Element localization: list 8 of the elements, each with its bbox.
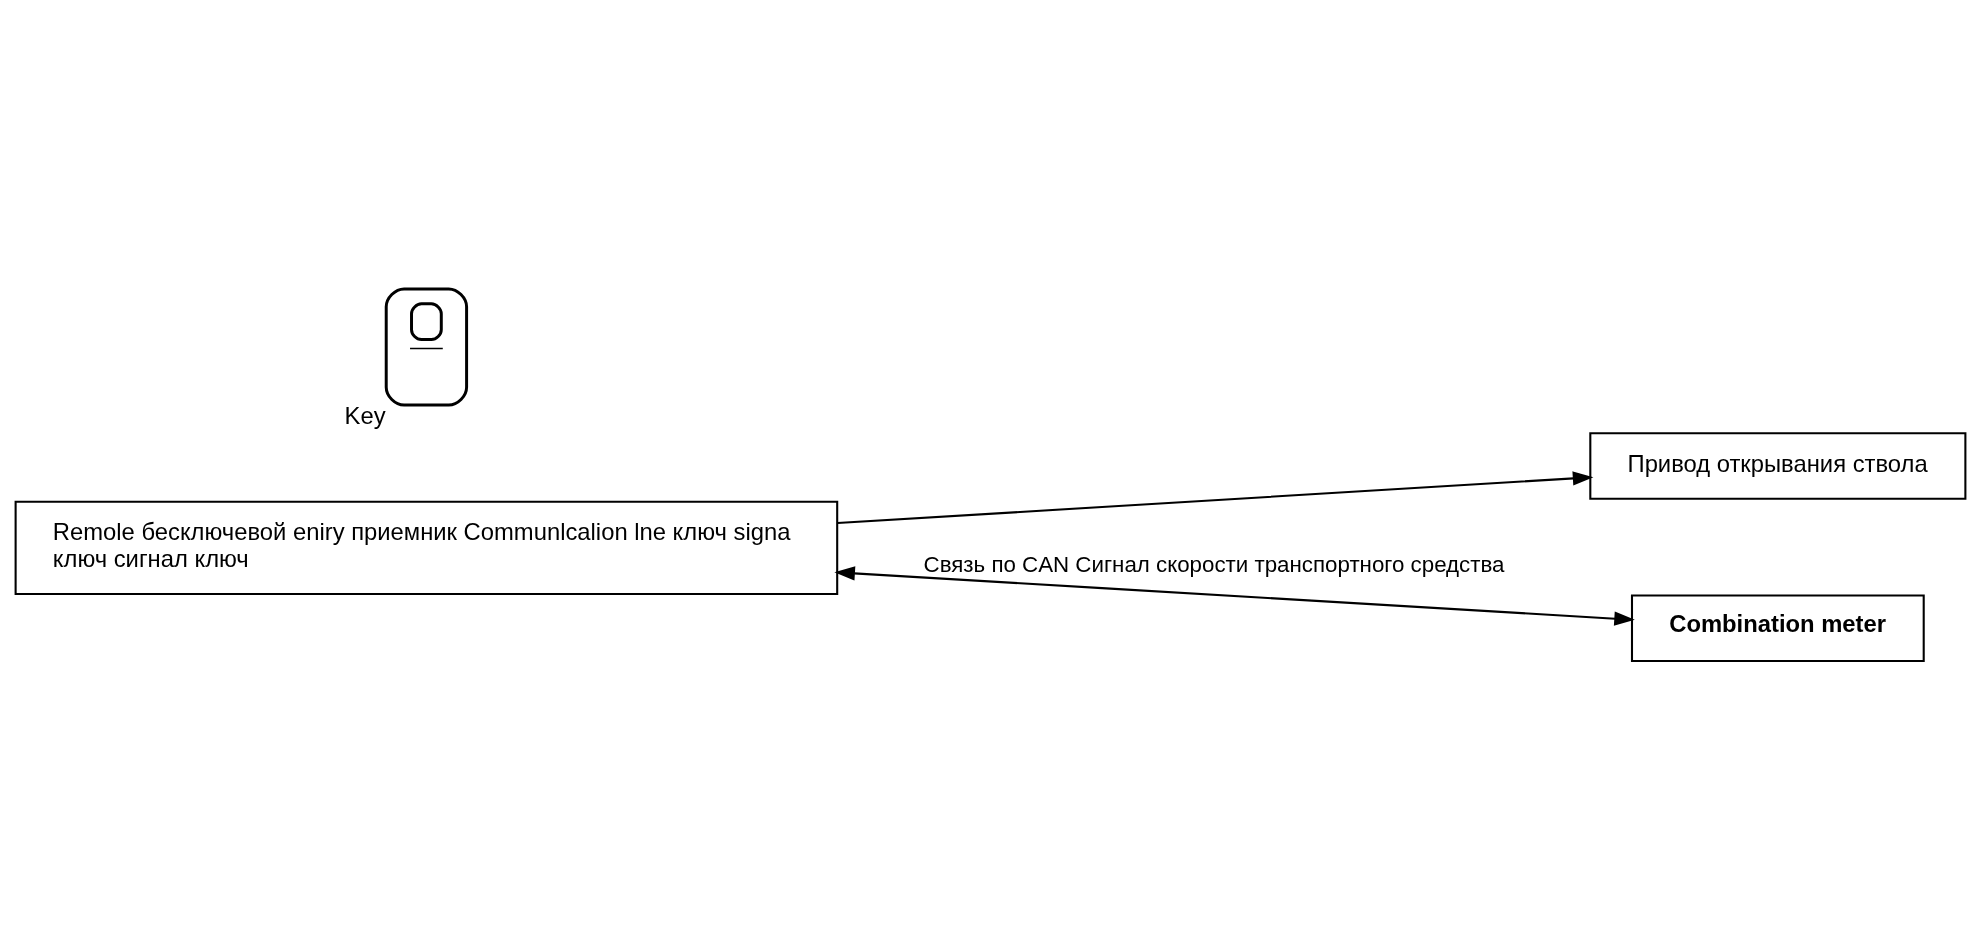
- node-picture: [384, 286, 468, 407]
- node-label: Key: [344, 401, 386, 429]
- node-box: Привод открывания ствола: [1588, 431, 1966, 500]
- arrow: [836, 470, 1593, 524]
- arrow: [833, 565, 1635, 626]
- node-box: Combination meter: [1630, 594, 1925, 662]
- edge-label: Связь по CAN Сигнал скорости транспортного средства: [923, 551, 1505, 577]
- node-box: Remole бесключевой eniry приемник Communlcalion lne ключ signa ключ сигнал ключ: [14, 500, 838, 595]
